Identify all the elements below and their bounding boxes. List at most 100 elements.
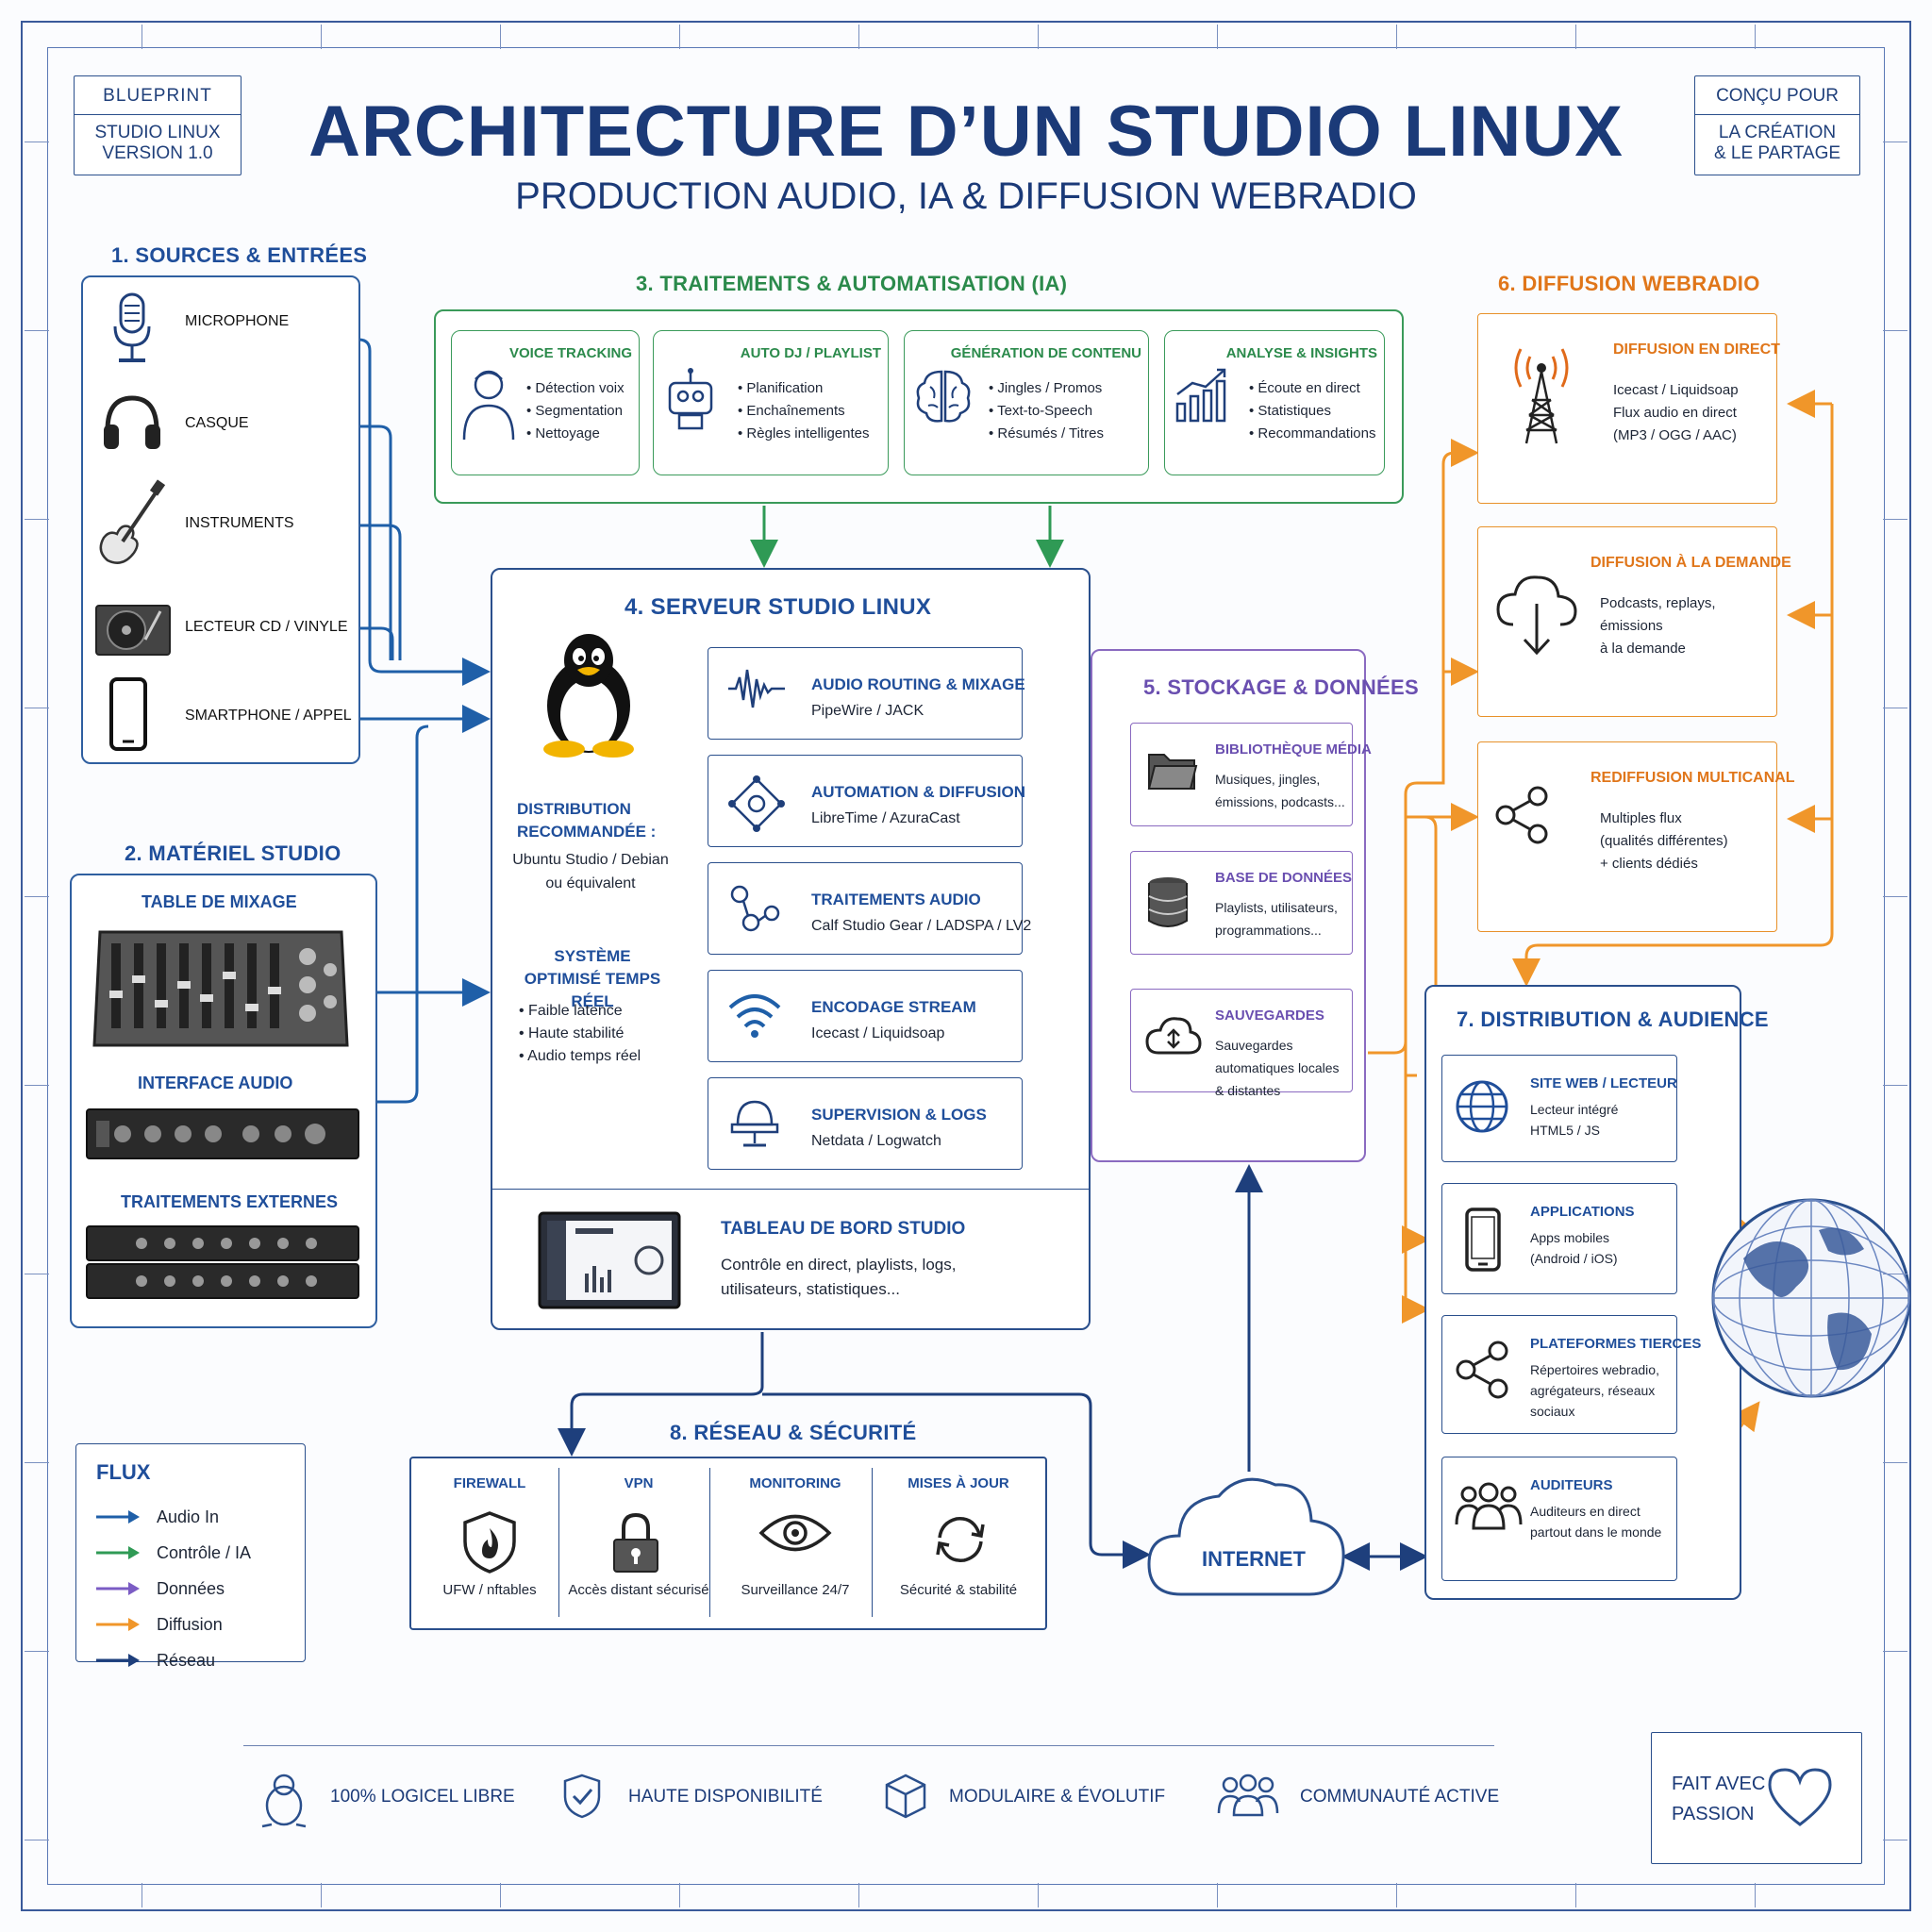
legend-arrow-icon xyxy=(94,1579,142,1598)
rack-processor-icon xyxy=(85,1224,360,1300)
shield-fire-icon xyxy=(461,1509,518,1575)
globe-icon xyxy=(1455,1079,1509,1134)
source-item: MICROPHONE xyxy=(185,313,290,329)
materiel-item: TRAITEMENTS EXTERNES xyxy=(121,1192,339,1211)
frame-tick xyxy=(1883,330,1907,331)
audience-item-title: AUDITEURS xyxy=(1530,1477,1613,1493)
lock-icon xyxy=(610,1509,661,1575)
badge-line: STUDIO LINUX xyxy=(94,123,221,142)
reseau-item-text: Accès distant sécurisé xyxy=(568,1582,709,1598)
audience-item-title: APPLICATIONS xyxy=(1530,1204,1635,1220)
robot-icon xyxy=(662,366,719,432)
frame-tick xyxy=(25,1462,49,1463)
module-subtitle: Calf Studio Gear / LADSPA / LV2 xyxy=(811,918,1032,934)
ia-card-bullets: Détection voixSegmentationNettoyage xyxy=(526,377,624,445)
ia-card-title: ANALYSE & INSIGHTS xyxy=(1225,345,1377,361)
frame-tick xyxy=(1575,1883,1576,1907)
ia-card-title: GÉNÉRATION DE CONTENU xyxy=(950,345,1141,361)
server-title: 4. SERVEUR STUDIO LINUX xyxy=(625,594,932,620)
audience-item-title: SITE WEB / LECTEUR xyxy=(1530,1075,1677,1091)
frame-tick xyxy=(25,1085,49,1086)
purpose-badge: CONÇU POUR LA CRÉATION & LE PARTAGE xyxy=(1694,75,1860,175)
internet-label: INTERNET xyxy=(1202,1547,1306,1571)
footer-divider xyxy=(243,1745,1494,1746)
audience-item-text: agrégateurs, réseaux xyxy=(1530,1383,1656,1398)
audience-title: 7. DISTRIBUTION & AUDIENCE xyxy=(1457,1008,1769,1031)
ia-bullet: Jingles / Promos xyxy=(989,377,1104,400)
webradio-item-text: émissions xyxy=(1600,618,1663,634)
server-module xyxy=(708,970,1023,1062)
legend-arrow-icon xyxy=(94,1507,142,1526)
database-icon xyxy=(1145,875,1191,928)
ia-bullet: Règles intelligentes xyxy=(738,423,869,445)
storage-item xyxy=(1130,989,1353,1092)
ia-card-bullets: Écoute en directStatistiquesRecommandati… xyxy=(1249,377,1375,445)
ia-card-title: AUTO DJ / PLAYLIST xyxy=(740,345,881,361)
reseau-item-title: MONITORING xyxy=(749,1475,841,1491)
source-item: SMARTPHONE / APPEL xyxy=(185,708,352,724)
shield-check-icon xyxy=(562,1774,602,1819)
audience-item-text: Répertoires webradio, xyxy=(1530,1362,1659,1377)
brain-icon xyxy=(913,366,974,426)
headphones-icon xyxy=(100,392,164,453)
frame-tick xyxy=(1396,25,1397,49)
microphone-icon xyxy=(111,292,153,368)
distrib-text: Ubuntu Studio / Debian ou équivalent xyxy=(512,852,669,891)
legend-arrow-icon xyxy=(94,1543,142,1562)
dashboard-screen-icon xyxy=(538,1211,681,1309)
ia-bullet: Text-to-Speech xyxy=(989,400,1104,423)
network-node-icon xyxy=(726,774,787,834)
reseau-item-title: MISES À JOUR xyxy=(908,1475,1009,1491)
webradio-item-title: DIFFUSION EN DIRECT xyxy=(1613,341,1780,358)
ia-card-bullets: PlanificationEnchaînementsRègles intelli… xyxy=(738,377,870,445)
audience-item xyxy=(1441,1183,1677,1294)
frame-tick xyxy=(25,1651,49,1652)
reseau-divider xyxy=(872,1468,873,1617)
reseau-divider xyxy=(558,1468,559,1617)
ia-bullet: Recommandations xyxy=(1249,423,1375,445)
frame-tick xyxy=(1217,1883,1218,1907)
audience-item-text: Auditeurs en direct xyxy=(1530,1504,1641,1519)
webradio-item-text: Podcasts, replays, xyxy=(1600,595,1716,611)
ia-bullet: Résumés / Titres xyxy=(989,423,1104,445)
outer-frame xyxy=(21,21,1911,1911)
wifi-icon xyxy=(726,989,783,1041)
reseau-item-text: Sécurité & stabilité xyxy=(899,1582,1018,1598)
audience-item-text: Lecteur intégré xyxy=(1530,1102,1619,1117)
legend-label: Données xyxy=(157,1579,225,1598)
legend-label: Réseau xyxy=(157,1651,216,1670)
storage-item-title: BIBLIOTHÈQUE MÉDIA xyxy=(1215,741,1372,758)
server-divider xyxy=(492,1189,1089,1190)
frame-tick xyxy=(1396,1883,1397,1907)
storage-item-text: Musiques, jingles, émissions, podcasts..… xyxy=(1215,772,1345,809)
phone-icon xyxy=(1464,1208,1502,1272)
blueprint-badge: BLUEPRINT STUDIO LINUX VERSION 1.0 xyxy=(74,75,242,175)
ia-bullet: Statistiques xyxy=(1249,400,1375,423)
storage-item-text: Sauvegardes automatiques locales & dista… xyxy=(1215,1038,1340,1098)
frame-tick xyxy=(1755,1883,1756,1907)
globe-icon xyxy=(1706,1192,1917,1404)
storage-item-title: BASE DE DONNÉES xyxy=(1215,870,1353,886)
audience-item xyxy=(1441,1457,1677,1581)
ia-bullet: Enchaînements xyxy=(738,400,870,423)
monitor-icon xyxy=(726,1096,783,1153)
folder-icon xyxy=(1145,747,1198,792)
system-bullets: Faible latence Haute stabilité Audio tem… xyxy=(519,1000,679,1068)
frame-tick xyxy=(500,25,501,49)
webradio-item-text: + clients dédiés xyxy=(1600,856,1698,872)
badge-line: BLUEPRINT xyxy=(103,86,212,106)
frame-tick xyxy=(1575,25,1576,49)
frame-tick xyxy=(25,519,49,520)
badge-line: CONÇU POUR xyxy=(1716,86,1839,106)
module-subtitle: Icecast / Liquidsoap xyxy=(811,1025,945,1041)
ia-title: 3. TRAITEMENTS & AUTOMATISATION (IA) xyxy=(636,272,1068,295)
webradio-item xyxy=(1477,741,1777,932)
reseau-item-text: Surveillance 24/7 xyxy=(741,1582,850,1598)
module-subtitle: PipeWire / JACK xyxy=(811,703,924,719)
frame-tick xyxy=(1755,25,1756,49)
community-icon xyxy=(1217,1774,1279,1817)
frame-tick xyxy=(1883,1651,1907,1652)
system-bullet: Faible latence xyxy=(519,1000,679,1023)
storage-item-text: Playlists, utilisateurs, programmations.… xyxy=(1215,900,1338,938)
frame-tick xyxy=(1883,896,1907,897)
